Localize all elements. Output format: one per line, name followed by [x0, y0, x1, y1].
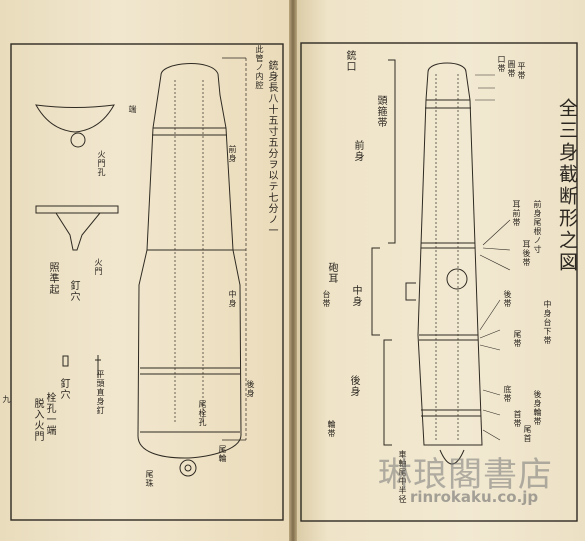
left-top-note: 此管ノ内腔 — [255, 45, 264, 90]
note-a: 前身尾根ノ寸 — [533, 200, 542, 254]
label-front-body: 前身 — [352, 140, 363, 162]
label-trunnion: 砲耳 — [326, 262, 337, 284]
brace-mid — [371, 247, 380, 336]
label-ring-6: 後帯 — [503, 290, 512, 308]
label-reinforce-ring: 台帯 — [322, 290, 331, 308]
right-mid-rings — [419, 334, 478, 341]
left-vent-hole: 火門孔 — [97, 150, 106, 177]
right-muzzle-rings — [425, 99, 471, 109]
label-rear-body: 後身 — [348, 375, 359, 397]
left-page-border — [10, 43, 284, 521]
right-cannon-outline — [417, 62, 483, 446]
left-knob-label: 尾珠 — [145, 470, 154, 488]
watermark-name: 琳琅閣書店 — [378, 455, 553, 495]
left-vent: 火門 — [94, 258, 103, 276]
figure-title: 全三身截断形之図 — [556, 98, 578, 274]
nail-drawing — [95, 355, 101, 378]
nail-small — [62, 355, 69, 367]
label-ring-8: 底帯 — [503, 385, 512, 403]
left-tail-nail: 尾栓孔 — [198, 400, 207, 427]
vent-cup-hole — [70, 132, 86, 148]
left-flat-nail: 平頭直身釘 — [96, 370, 105, 415]
right-page-border — [300, 42, 578, 522]
left-mid: 中身 — [228, 290, 237, 308]
label-middle-body: 中身 — [350, 285, 361, 307]
left-knob-hole — [184, 464, 192, 472]
left-fore: 前身 — [228, 145, 237, 163]
watermark-url: rinrokaku.co.jp — [410, 488, 539, 506]
label-ring-7: 尾帯 — [513, 330, 522, 348]
label-ring-4: 耳前帯 — [512, 200, 521, 227]
left-tail-ring: 尾輪 — [218, 445, 227, 463]
label-ring-10: 尾首 — [523, 425, 532, 443]
note-e: 車軸尾中半径 — [398, 450, 407, 504]
label-muzzle: 銃口 — [344, 50, 355, 72]
label-ring-5: 耳後帯 — [522, 240, 531, 267]
right-handle — [405, 282, 416, 301]
left-page — [0, 0, 292, 541]
sight-cone — [55, 212, 102, 251]
left-cannon-outline — [137, 63, 242, 459]
sight-plate — [35, 205, 119, 214]
note-c: 後身輪帯 — [533, 390, 542, 426]
left-mouth: 端 — [128, 105, 137, 114]
left-bolt-note: 栓孔一端 — [44, 392, 55, 436]
label-ring-9: 首帯 — [513, 410, 522, 428]
vent-cup — [35, 104, 115, 133]
left-nail: 釘穴 — [68, 280, 79, 302]
left-bore — [174, 80, 204, 422]
note-b: 中身台下帯 — [543, 300, 552, 345]
left-knob — [179, 459, 197, 477]
note-d: 輪帯 — [327, 420, 336, 438]
left-nail-hole-2: 釘穴 — [58, 378, 69, 400]
right-bore — [435, 74, 459, 440]
right-page — [293, 0, 585, 541]
left-aft: 後身 — [246, 380, 255, 398]
label-ring-3: 平帯 — [517, 62, 526, 80]
right-trunnion — [446, 268, 468, 290]
label-muzzle-ring: 頭箍帯 — [375, 95, 386, 128]
left-end-mark: 九 — [2, 395, 11, 404]
label-ring-1: 口帯 — [497, 55, 506, 73]
right-front-rings — [421, 242, 475, 249]
left-bolt-note-2: 脱入火門 — [32, 398, 43, 442]
left-side-note: 銃身長八十五寸五分ヲ以テ七分ノ一 — [266, 60, 277, 236]
book-gutter — [289, 0, 297, 541]
right-cascabel — [439, 449, 465, 465]
left-sight: 照準起 — [47, 262, 58, 295]
right-rear-rings — [421, 409, 481, 417]
label-ring-2: 圓帯 — [507, 60, 516, 78]
brace-front — [388, 59, 396, 244]
brace-rear — [383, 339, 392, 446]
